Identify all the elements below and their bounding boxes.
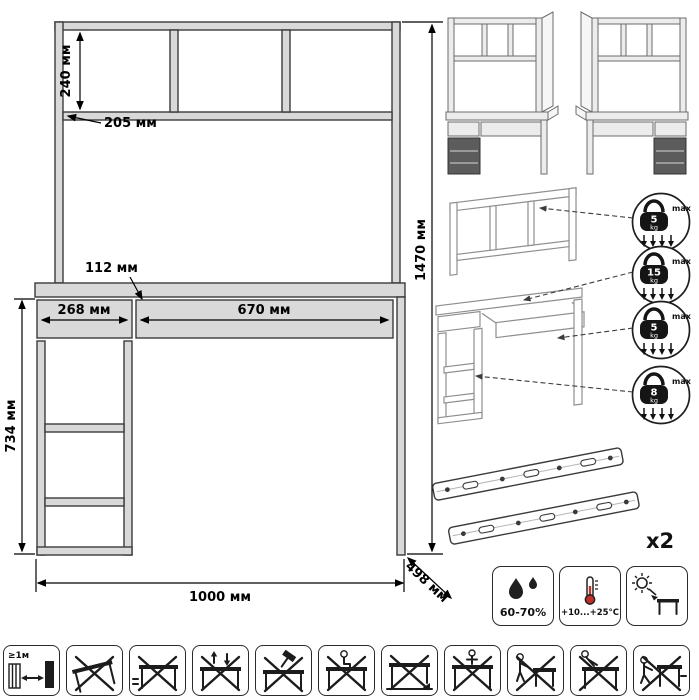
exploded-desk-drawing (435, 187, 585, 425)
load-unit: kg (650, 397, 658, 405)
exploded-view-load-limits: 5 kg max 15 kg max 5 (435, 187, 692, 425)
desk-front-view: 240 мм 205 мм 112 мм 268 мм 670 мм 734 м… (4, 21, 453, 606)
load-max-label: max (672, 204, 692, 213)
drawer-slides: x2 (431, 446, 674, 553)
load-max-label: max (672, 377, 692, 386)
no-carry-alone-icon (507, 645, 564, 696)
no-tilt-icon (66, 645, 123, 696)
callout-leader-lines (474, 205, 634, 393)
slide-rail (447, 490, 641, 546)
dim-desk-height: 734 мм (4, 400, 19, 453)
load-callout-cabinet: 8 kg max (631, 365, 692, 425)
load-callout-drawer: 5 kg max (631, 300, 692, 360)
kettlebell-icon: 15 kg (640, 252, 668, 285)
distance-label: ≥1м (8, 651, 29, 661)
load-unit: kg (650, 224, 658, 232)
load-max-label: max (672, 257, 692, 266)
no-push-icon (633, 645, 690, 696)
uneven-floor-icon (381, 645, 438, 696)
no-drag-icon (129, 645, 186, 696)
kettlebell-icon: 5 kg (640, 307, 668, 340)
dim-total-height: 1470 мм (414, 219, 429, 281)
usage-conditions: 60-70% +10...+25°C (492, 566, 688, 626)
load-max-label: max (672, 312, 692, 321)
desk-variant-views (445, 11, 689, 175)
dim-right-drawer-width: 670 мм (238, 303, 291, 318)
no-hammer-icon (255, 645, 312, 696)
care-warning-strip: ≥1м (3, 645, 690, 696)
desk-panels (34, 21, 406, 556)
kettlebell-icon: 8 kg (640, 372, 668, 405)
heater-distance-icon: ≥1м (3, 645, 60, 696)
load-unit: kg (650, 277, 658, 285)
no-stand-icon (444, 645, 501, 696)
humidity-condition: 60-70% (492, 566, 554, 626)
load-callout-worktop: 15 kg max (631, 245, 692, 305)
dim-total-width: 1000 мм (189, 590, 251, 605)
dim-shelf-depth: 205 мм (104, 116, 157, 131)
load-value: 8 (651, 388, 658, 399)
dim-shelf-height: 240 мм (59, 45, 74, 98)
temperature-value: +10...+25°C (560, 607, 620, 618)
humidity-value: 60-70% (499, 606, 547, 619)
no-lean-icon (570, 645, 627, 696)
load-callout-shelf: 5 kg max (631, 192, 692, 252)
load-unit: kg (650, 332, 658, 340)
sunlight-condition (626, 566, 688, 626)
no-sit-icon (318, 645, 375, 696)
dimension-lines (14, 21, 453, 599)
thermometer-icon (584, 575, 598, 605)
sunlight-table-icon (632, 573, 679, 615)
load-value: 5 (651, 323, 658, 334)
slides-quantity: x2 (646, 529, 674, 553)
variant-right-cabinet (575, 11, 689, 175)
load-value: 15 (647, 268, 661, 279)
slide-rail (431, 446, 625, 502)
dim-drawer-height: 112 мм (85, 261, 138, 276)
dim-left-drawer-width: 268 мм (58, 303, 111, 318)
variant-left-cabinet (445, 11, 559, 175)
load-value: 5 (651, 215, 658, 226)
water-drops-icon (509, 577, 537, 599)
kettlebell-icon: 5 kg (640, 199, 668, 232)
no-climb-icon (192, 645, 249, 696)
temperature-condition: +10...+25°C (559, 566, 621, 626)
